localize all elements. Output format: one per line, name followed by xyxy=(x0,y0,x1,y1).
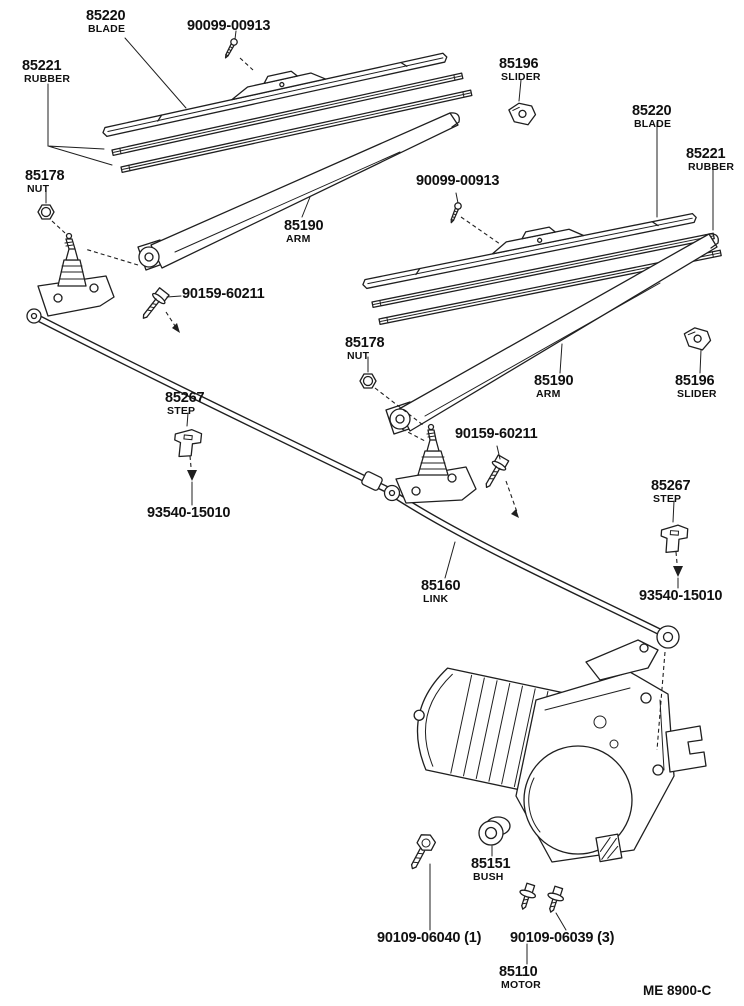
bolt-90109-06040 xyxy=(410,834,437,870)
part-description: RUBBER xyxy=(688,161,735,174)
wiper-motor xyxy=(413,639,707,863)
part-number: 85221 xyxy=(686,146,726,162)
pivot-assembly-left xyxy=(26,232,115,324)
part-number: 85220 xyxy=(632,103,672,119)
part-label-90159-60211-a: 90159-60211 xyxy=(182,286,265,302)
slider-85196-a xyxy=(508,102,537,126)
part-number: 90099-00913 xyxy=(416,173,500,189)
part-label-90159-60211-b: 90159-60211 xyxy=(455,426,538,442)
bush-85151 xyxy=(478,816,511,846)
part-number: 90109-06039 (3) xyxy=(510,930,615,946)
part-label-93540-15010-b: 93540-15010 xyxy=(639,588,723,604)
wiper-blade-b xyxy=(362,212,697,290)
part-description: MOTOR xyxy=(501,979,541,992)
rubber-strip-a1 xyxy=(111,72,464,157)
assembly-dashed-lines xyxy=(51,57,683,751)
step-85267-b xyxy=(660,524,689,554)
part-number: 85110 xyxy=(499,964,538,980)
part-number: 90159-60211 xyxy=(182,286,265,302)
screw-90109-06039-1 xyxy=(519,882,537,910)
part-number: 90109-06040 (1) xyxy=(377,930,482,946)
part-number: 93540-15010 xyxy=(147,505,231,521)
part-number: 85220 xyxy=(86,8,126,24)
part-number: 85196 xyxy=(675,373,715,389)
part-description: STEP xyxy=(167,405,196,418)
part-description: BLADE xyxy=(88,23,126,36)
wiper-blade-a xyxy=(102,52,448,138)
part-description: BUSH xyxy=(473,871,504,884)
bolt-90159-a xyxy=(142,287,170,319)
part-number: 85160 xyxy=(421,578,461,594)
part-number: 85267 xyxy=(165,390,205,406)
part-description: ARM xyxy=(286,233,311,246)
part-description: NUT xyxy=(27,183,50,196)
part-description: SLIDER xyxy=(677,388,717,401)
part-description: ARM xyxy=(536,388,561,401)
part-number: 93540-15010 xyxy=(639,588,723,604)
part-number: 85190 xyxy=(534,373,574,389)
part-number: 85178 xyxy=(345,335,385,351)
part-description: SLIDER xyxy=(501,71,541,84)
part-number: 85267 xyxy=(651,478,691,494)
rubber-strip-b1 xyxy=(371,232,715,309)
nut-85178-a xyxy=(37,204,55,220)
part-description: BLADE xyxy=(634,118,672,131)
bolt-90159-b xyxy=(485,454,510,489)
slider-85196-b xyxy=(683,327,712,351)
rubber-strip-a2 xyxy=(120,89,473,174)
part-description: STEP xyxy=(653,493,682,506)
part-number: 90159-60211 xyxy=(455,426,538,442)
part-label-90109-06040: 90109-06040 (1) xyxy=(377,930,482,946)
part-description: NUT xyxy=(347,350,370,363)
part-number: 85196 xyxy=(499,56,539,72)
part-description: LINK xyxy=(423,593,449,606)
link-eye xyxy=(656,625,680,649)
screw-90109-06039-2 xyxy=(547,885,565,913)
footer-code: ME 8900-C xyxy=(643,983,712,998)
part-number: 85178 xyxy=(25,168,65,184)
part-number: 85151 xyxy=(471,856,511,872)
leader-lines xyxy=(45,30,714,965)
part-number: 85221 xyxy=(22,58,62,74)
part-description: RUBBER xyxy=(24,73,71,86)
part-label-90109-06039: 90109-06039 (3) xyxy=(510,930,615,946)
part-number: 90099-00913 xyxy=(187,18,271,34)
screw-90099-b xyxy=(450,202,462,224)
nut-85178-b xyxy=(359,373,377,389)
linkage-rod xyxy=(34,314,680,649)
pivot-assembly-mid xyxy=(383,423,477,504)
part-label-90099-00913-a: 90099-00913 xyxy=(187,18,271,34)
screw-90099-a xyxy=(224,38,238,59)
part-number: 85190 xyxy=(284,218,324,234)
part-label-90099-00913-b: 90099-00913 xyxy=(416,173,500,189)
part-label-93540-15010-a: 93540-15010 xyxy=(147,505,231,521)
wiper-arm-a xyxy=(137,112,460,271)
wiper-arm-b xyxy=(385,233,719,435)
step-85267-a xyxy=(174,429,203,458)
